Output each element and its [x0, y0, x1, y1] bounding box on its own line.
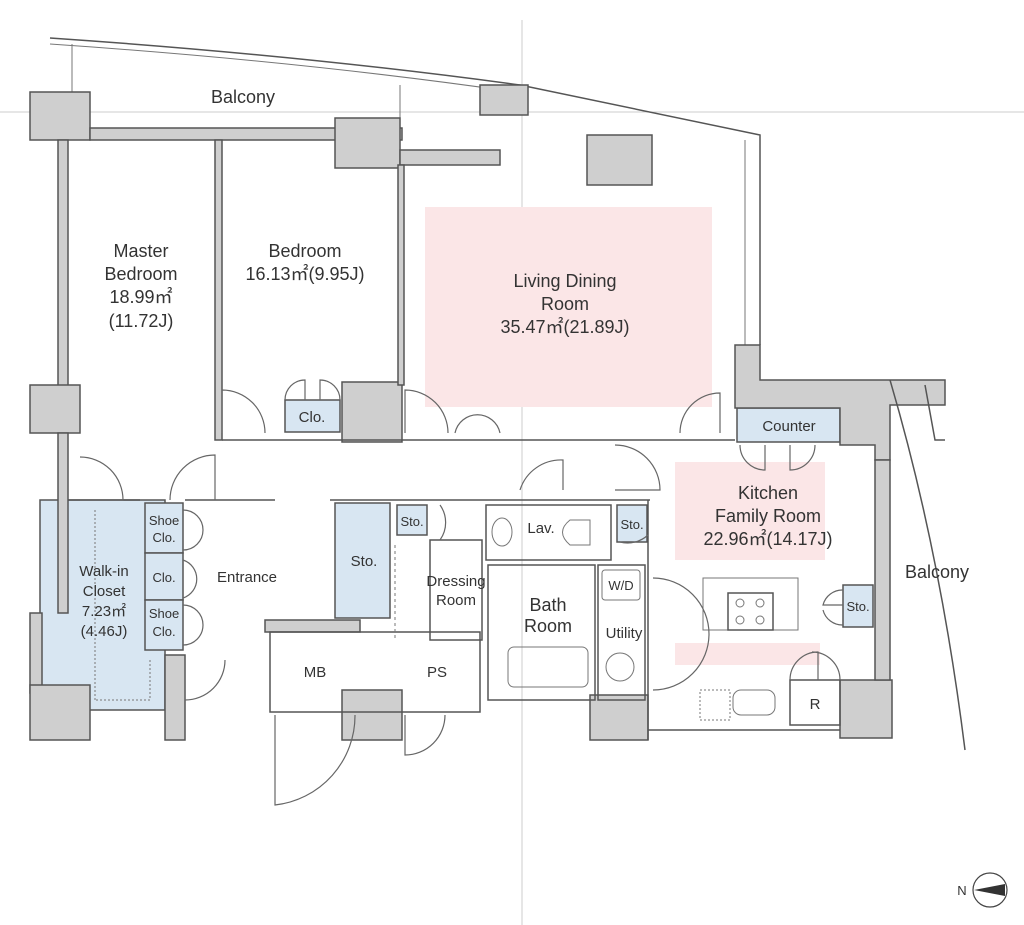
master-bedroom-label: Master: [113, 241, 168, 261]
walkin-label-2: Closet: [83, 583, 126, 600]
shoe-closet-1-label-2: Clo.: [152, 530, 175, 545]
balcony-top-label: Balcony: [211, 87, 275, 107]
storage-kitchen-label: Sto.: [846, 599, 869, 614]
kitchen-label-2: Family Room: [715, 506, 821, 526]
storage-kitchen: [842, 584, 874, 628]
sink-icon: [732, 689, 776, 716]
walkin-label: Walk-in: [79, 563, 128, 580]
master-bedroom-jo: (11.72J): [109, 311, 174, 331]
storage-dressing-label: Sto.: [400, 514, 423, 529]
entrance-label: Entrance: [217, 569, 277, 586]
doors: [79, 379, 844, 806]
living-highlight: [425, 207, 712, 407]
walkin-area: 7.23㎡: [82, 603, 126, 620]
ps-label: PS: [427, 664, 447, 681]
kitchen-island: [702, 577, 799, 631]
mb-label: MB: [304, 664, 327, 681]
living-label-2: Room: [541, 294, 589, 314]
lav-label: Lav.: [527, 520, 554, 537]
washbasin-icon: [491, 517, 513, 547]
fridge-label: R: [810, 696, 821, 713]
counter-label: Counter: [762, 418, 815, 435]
counter: [736, 407, 841, 443]
storage-large: [334, 502, 391, 619]
compass-icon: [972, 872, 1008, 908]
wd-label: W/D: [608, 578, 633, 593]
balcony-right-label: Balcony: [905, 562, 969, 582]
dressing-label: Dressing: [426, 573, 485, 590]
shoe-closet-1: [144, 502, 184, 554]
bedroom-area: 16.13㎡(9.95J): [245, 263, 364, 284]
bath-label: Bath: [529, 595, 566, 615]
fixtures: [94, 510, 841, 726]
storage-large-label: Sto.: [351, 553, 378, 570]
bathtub-icon: [507, 646, 589, 688]
kitchen-label: Kitchen: [738, 483, 798, 503]
storage-dressing: [396, 504, 428, 536]
dressing-label-2: Room: [436, 592, 476, 609]
kitchen-highlight-lower: [675, 643, 820, 665]
fridge: [789, 679, 841, 726]
living-area: 35.47㎡(21.89J): [500, 316, 629, 337]
compass-north-label: N: [957, 883, 966, 898]
storage-lav-label: Sto.: [620, 517, 643, 532]
bath-label-2: Room: [524, 616, 572, 636]
toilet-icon: [562, 519, 591, 546]
compass: N: [957, 872, 1008, 908]
kitchen-area: 22.96㎡(14.17J): [703, 528, 832, 549]
shoe-closet-2-label: Shoe: [149, 606, 179, 621]
balcony-top: Balcony: [49, 37, 761, 345]
shoe-closet-2: [144, 599, 184, 651]
bedroom-closet: [284, 399, 341, 433]
master-bedroom-area: 18.99㎡: [109, 286, 172, 307]
walls: [29, 84, 966, 751]
kitchen-highlight: [675, 462, 825, 560]
shoe-closet-1-label: Shoe: [149, 513, 179, 528]
utility-label: Utility: [606, 625, 643, 642]
shoe-closet-2-label-2: Clo.: [152, 624, 175, 639]
washer-dryer: [601, 569, 641, 601]
closet-mid-label: Clo.: [152, 570, 175, 585]
bedroom-closet-label: Clo.: [299, 409, 326, 426]
cooktop-icon: [727, 592, 774, 631]
walkin-jo: (4.46J): [81, 623, 128, 640]
living-label: Living Dining: [513, 271, 616, 291]
master-bedroom-label-2: Bedroom: [104, 264, 177, 284]
drain-icon: [605, 652, 635, 682]
bedroom-label: Bedroom: [268, 241, 341, 261]
storage-lav: [616, 504, 648, 543]
